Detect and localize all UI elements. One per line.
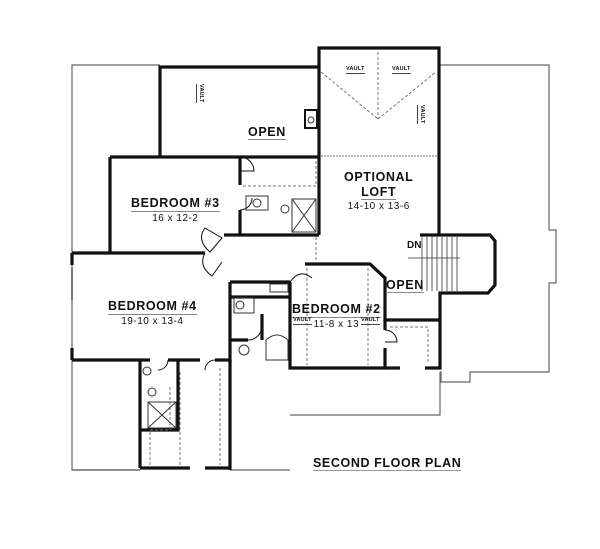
- first-floor-outline: [71, 64, 557, 471]
- room-name-loft-line2: LOFT: [361, 184, 397, 200]
- vault-label-loft-right: VAULT: [392, 66, 411, 74]
- stairs-down-label: DN: [407, 240, 422, 251]
- open-area-label-upper: OPEN: [248, 125, 286, 140]
- windows: [71, 168, 111, 300]
- plan-title: SECOND FLOOR PLAN: [313, 456, 462, 471]
- plumbing-fixtures: [142, 109, 318, 429]
- ceiling-dashed-lines: [149, 52, 437, 465]
- exterior-walls: [70, 46, 497, 470]
- room-bedroom-2: BEDROOM #2 11-8 x 13: [292, 303, 381, 330]
- room-name-bedroom-4: BEDROOM #4: [108, 299, 197, 315]
- room-name-bedroom-2: BEDROOM #2: [292, 302, 381, 318]
- room-bedroom-4: BEDROOM #4 19-10 x 13-4: [108, 300, 197, 327]
- vault-label-loft-left: VAULT: [346, 66, 365, 74]
- room-bedroom-3: BEDROOM #3 16 x 12-2: [131, 197, 220, 224]
- room-name-bedroom-3: BEDROOM #3: [131, 196, 220, 212]
- stair-treads: [408, 237, 460, 291]
- vault-label-bed2-left: VAULT: [293, 317, 312, 325]
- door-swings: [157, 156, 398, 371]
- room-dims-bedroom-3: 16 x 12-2: [152, 212, 199, 224]
- room-dims-bedroom-4: 19-10 x 13-4: [121, 315, 184, 327]
- room-dims-bedroom-2: 11-8 x 13: [313, 318, 360, 330]
- room-dims-loft: 14-10 x 13-6: [347, 201, 410, 212]
- vault-label-loft-side: VAULT: [417, 105, 425, 124]
- vault-label-bed2-right: VAULT: [361, 317, 380, 325]
- vault-label-open: VAULT: [196, 84, 204, 103]
- room-optional-loft: OPTIONAL LOFT 14-10 x 13-6: [344, 171, 413, 212]
- open-area-label-stair: OPEN: [386, 278, 424, 293]
- room-name-loft-line1: OPTIONAL: [344, 170, 414, 184]
